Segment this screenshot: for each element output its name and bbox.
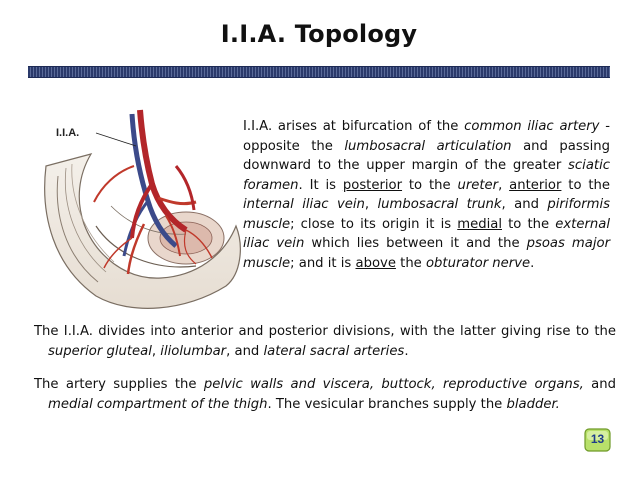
page-number-badge: 13 xyxy=(583,426,612,454)
paragraph-divisions: The I.I.A. divides into anterior and pos… xyxy=(34,324,616,359)
title-underline-bar xyxy=(28,66,610,78)
pelvic-anatomy-illustration: I.I.A. xyxy=(44,109,241,309)
slide-title: I.I.A. Topology xyxy=(220,20,418,48)
figure-label: I.I.A. xyxy=(56,127,79,139)
page-number: 13 xyxy=(590,432,605,446)
paragraph-supply: The artery supplies the pelvic walls and… xyxy=(34,377,616,412)
paragraph-topology: I.I.A. arises at bifurcation of the comm… xyxy=(243,119,611,271)
badge-shape-icon xyxy=(584,428,611,452)
